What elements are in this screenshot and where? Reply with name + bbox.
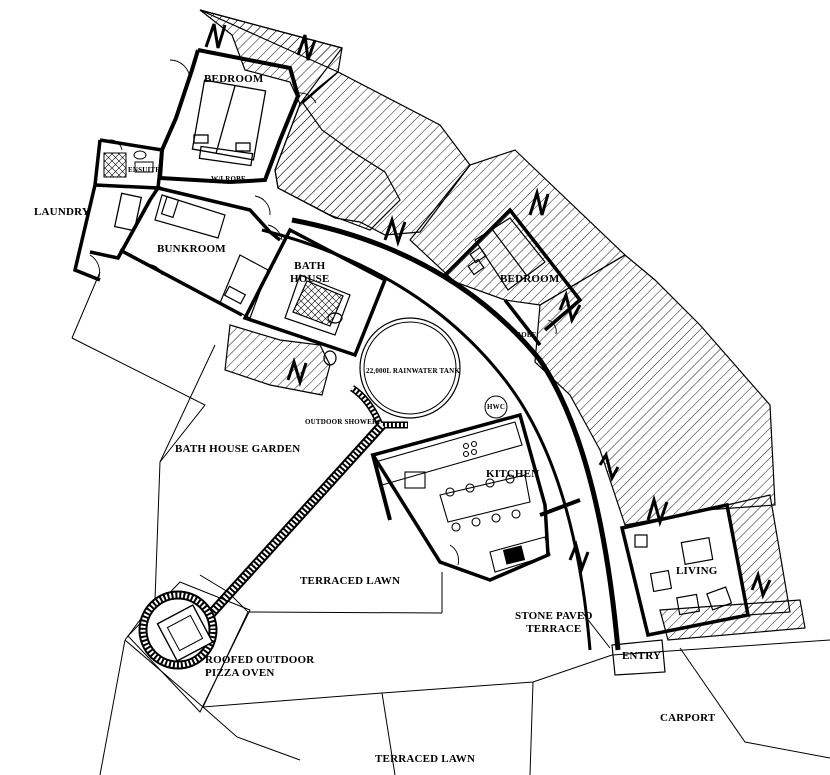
decks-hatched bbox=[199, 9, 806, 641]
zigzag-marks bbox=[204, 23, 772, 600]
label-stone-paved-line1: STONE PAVED bbox=[515, 610, 593, 622]
label-kitchen: KITCHEN bbox=[486, 468, 540, 480]
entry-step bbox=[611, 639, 666, 676]
label-robe: ROBE bbox=[516, 331, 537, 339]
kitchen-fixtures bbox=[374, 421, 551, 573]
living-furniture bbox=[634, 534, 733, 616]
site-boundary-lines bbox=[71, 271, 830, 775]
east-bed bbox=[467, 217, 546, 291]
north-deck-main bbox=[274, 71, 471, 236]
label-carport: CARPORT bbox=[660, 712, 716, 724]
label-bedroom-east: BEDROOM bbox=[500, 273, 560, 285]
living-deck-south bbox=[659, 599, 806, 641]
door-swings bbox=[89, 59, 557, 566]
label-rainwater-tank: 22,000L RAINWATER TANK bbox=[366, 367, 461, 375]
label-hwc: HWC bbox=[487, 403, 506, 411]
label-wi-robe: W/I ROBE bbox=[211, 175, 246, 183]
living-walls bbox=[619, 502, 751, 638]
north-bed bbox=[191, 79, 267, 167]
east-bedroom-walls bbox=[443, 207, 583, 347]
east-deck-main bbox=[534, 254, 776, 526]
label-living: LIVING bbox=[676, 565, 718, 577]
pizza-oven bbox=[127, 581, 251, 713]
label-pizza-oven-line2: PIZZA OVEN bbox=[205, 667, 275, 679]
label-pizza-oven-line1: ROOFED OUTDOOR bbox=[205, 654, 315, 666]
label-laundry: LAUNDRY bbox=[34, 206, 91, 218]
label-stone-paved-terrace: STONE PAVED TERRACE bbox=[515, 610, 593, 636]
label-outdoor-shower: OUTDOOR SHOWER bbox=[305, 418, 378, 426]
bathhouse-deck bbox=[224, 324, 331, 396]
label-bath-house-line2: HOUSE bbox=[290, 273, 330, 285]
label-bath-house-line1: BATH bbox=[294, 260, 326, 272]
label-bedroom-north: BEDROOM bbox=[204, 73, 264, 85]
label-bath-house-garden: BATH HOUSE GARDEN bbox=[175, 443, 301, 455]
label-ensuite: ENSUITE bbox=[128, 166, 161, 174]
garden-path bbox=[206, 385, 408, 619]
label-bath-house: BATH HOUSE bbox=[290, 260, 330, 286]
label-stone-paved-line2: TERRACE bbox=[526, 623, 582, 635]
label-entry: ENTRY bbox=[622, 650, 662, 662]
label-terraced-lawn-mid: TERRACED LAWN bbox=[300, 575, 401, 587]
label-bunkroom: BUNKROOM bbox=[157, 243, 226, 255]
bath-house-walls bbox=[242, 227, 388, 358]
label-terraced-lawn-bottom: TERRACED LAWN bbox=[375, 753, 476, 765]
north-deck-strip bbox=[199, 9, 344, 106]
bath-fixtures bbox=[284, 274, 351, 366]
rainwater-tank bbox=[359, 317, 508, 419]
label-pizza-oven: ROOFED OUTDOOR PIZZA OVEN bbox=[205, 654, 314, 680]
